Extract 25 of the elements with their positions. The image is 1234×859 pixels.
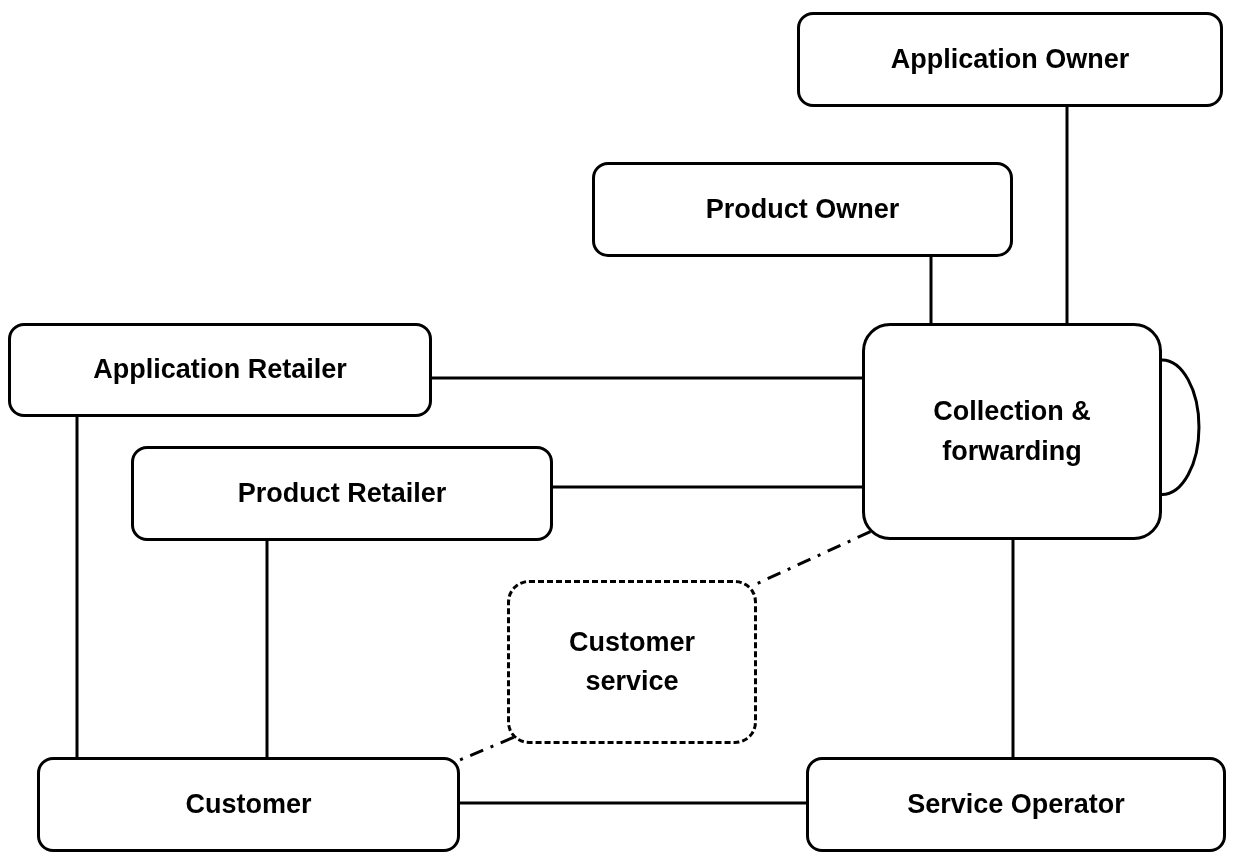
- box-label: Application Owner: [890, 42, 1130, 76]
- box-label: Application Retailer: [93, 353, 347, 387]
- connector-line: [929, 257, 933, 323]
- loop-line: [1161, 358, 1201, 496]
- box-label: Customer service: [568, 625, 696, 698]
- connector-line: [553, 485, 862, 489]
- connector-line: [1011, 540, 1015, 757]
- process-box: [8, 323, 432, 417]
- connector-line: [265, 541, 269, 757]
- connector-line: [432, 376, 862, 380]
- process-box: [806, 757, 1226, 852]
- process-box: [131, 446, 553, 541]
- connector-line: [460, 801, 806, 805]
- box-label: Customer: [185, 787, 312, 821]
- process-box: [797, 12, 1223, 107]
- process-box: [507, 580, 757, 744]
- process-box: [862, 323, 1162, 540]
- box-label: Product Owner: [705, 192, 900, 226]
- box-label: Product Retailer: [237, 476, 447, 510]
- box-label: Collection & forwarding: [932, 395, 1092, 468]
- connector-line: [1065, 107, 1069, 323]
- box-label: Service Operator: [907, 787, 1125, 821]
- process-box: [592, 162, 1013, 257]
- process-box: [37, 757, 460, 852]
- connector-line: [75, 417, 79, 757]
